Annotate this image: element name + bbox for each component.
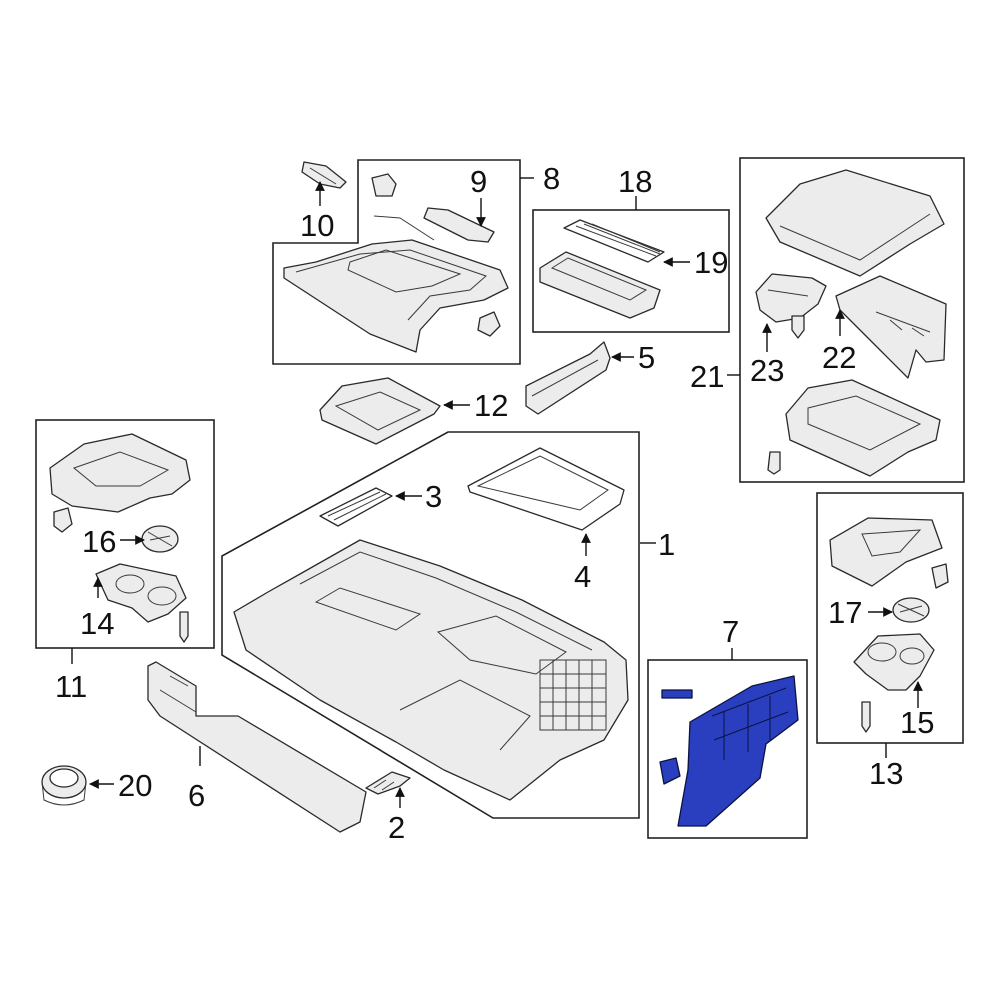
callout-2: 2 (388, 810, 405, 845)
callout-12: 12 (474, 388, 508, 423)
callout-4: 4 (574, 559, 591, 594)
part-8-clip-small[interactable] (371, 173, 397, 197)
part-4-liner[interactable] (467, 447, 625, 531)
part-21-screw[interactable] (791, 315, 805, 339)
part-16-insert[interactable] (141, 525, 179, 553)
callout-16: 16 (82, 524, 116, 559)
part-13-clip[interactable] (931, 563, 949, 589)
callout-13: 13 (869, 756, 903, 791)
group-box-13 (816, 492, 964, 744)
part-14-cupholder[interactable] (95, 563, 187, 623)
part-20-insert[interactable] (41, 765, 87, 806)
group-box-11 (35, 419, 215, 649)
callout-5: 5 (638, 340, 655, 375)
part-8-clip-right[interactable] (477, 311, 501, 337)
callout-21: 21 (690, 359, 724, 394)
group-box-7 (647, 659, 808, 839)
callout-6: 6 (188, 778, 205, 813)
part-2-clip[interactable] (365, 771, 411, 795)
part-21-armrest-lid[interactable] (765, 169, 945, 277)
part-5-trim[interactable] (525, 341, 611, 415)
part-9-strip[interactable] (423, 207, 495, 243)
part-18-tray[interactable] (539, 251, 661, 319)
part-11-pin[interactable] (179, 611, 189, 643)
callout-7: 7 (722, 614, 739, 649)
part-10-clip[interactable] (301, 161, 347, 189)
group-box-21 (739, 157, 965, 483)
part-13-pin[interactable] (861, 701, 871, 733)
part-7-bracket-highlighted[interactable] (659, 675, 799, 827)
callout-9: 9 (470, 164, 487, 199)
callout-3: 3 (425, 479, 442, 514)
part-11-bezel[interactable] (49, 433, 191, 513)
callout-8: 8 (543, 161, 560, 196)
callout-11: 11 (55, 669, 87, 704)
group-box-18 (532, 209, 730, 333)
part-15-cupholder[interactable] (853, 633, 935, 691)
part-3-mat[interactable] (319, 487, 393, 527)
part-19-mat[interactable] (563, 219, 665, 263)
callout-20: 20 (118, 768, 152, 803)
callout-10: 10 (300, 208, 334, 243)
console-vent-grid (539, 659, 607, 731)
part-12-cover[interactable] (319, 377, 441, 445)
part-8-tray-frame[interactable] (283, 215, 509, 353)
part-22-latch-plate[interactable] (835, 275, 947, 379)
part-13-bezel[interactable] (829, 517, 943, 587)
callout-14: 14 (80, 606, 114, 641)
group-box-1 (221, 431, 640, 819)
part-21-pin[interactable] (767, 451, 781, 475)
callout-1: 1 (658, 527, 675, 562)
part-1-console[interactable] (233, 539, 629, 801)
part-17-insert[interactable] (892, 597, 930, 623)
part-11-clip[interactable] (53, 507, 73, 533)
part-21-armrest-base[interactable] (785, 379, 941, 477)
callout-22: 22 (822, 340, 856, 375)
callout-15: 15 (900, 705, 934, 740)
part-6-side-trim[interactable] (147, 661, 367, 833)
group-box-8 (272, 159, 521, 365)
callout-19: 19 (694, 245, 728, 280)
part-23-hinge-bracket[interactable] (755, 273, 827, 323)
callout-23: 23 (750, 353, 784, 388)
callout-17: 17 (828, 595, 862, 630)
callout-18: 18 (618, 164, 652, 199)
